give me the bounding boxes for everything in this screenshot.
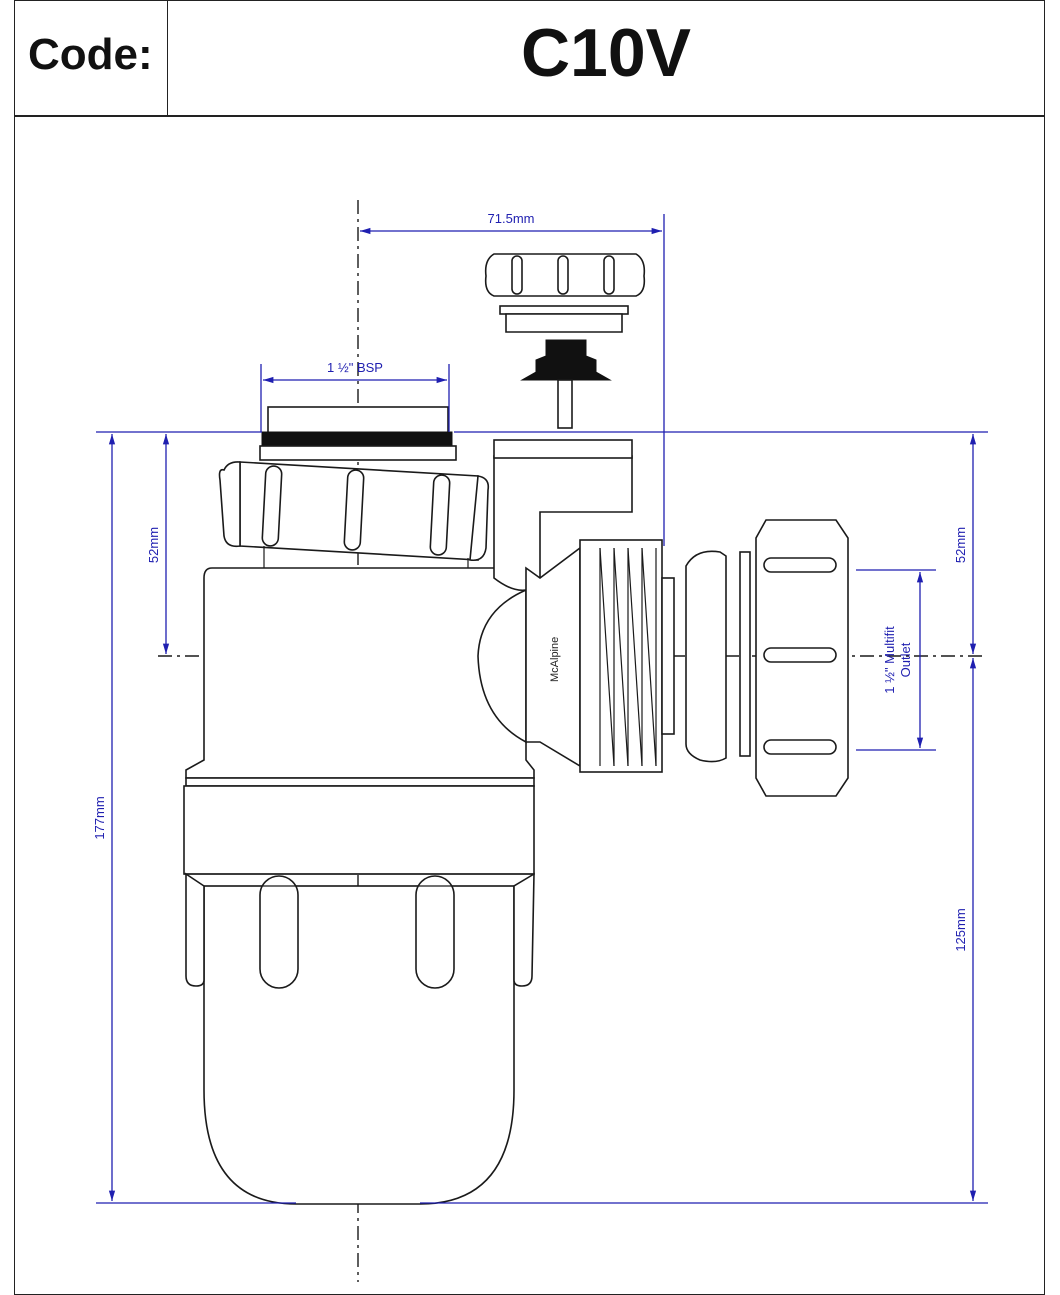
dimension-right-52mm-label: 52mm bbox=[953, 527, 968, 563]
dimension-bsp-label: 1 ½" BSP bbox=[327, 360, 383, 375]
dimension-177mm-label: 177mm bbox=[92, 796, 107, 839]
dimension-125mm-label: 125mm bbox=[953, 908, 968, 951]
dimension-left-52mm-label: 52mm bbox=[146, 527, 161, 563]
header-value-cell bbox=[167, 0, 1045, 117]
product-code: C10V bbox=[520, 15, 692, 91]
dimension-multifit-line2: Outlet bbox=[898, 642, 913, 677]
dimension-177mm: 177mm bbox=[92, 434, 116, 1201]
dimension-71-5mm-label: 71.5mm bbox=[488, 211, 535, 226]
dimension-multifit-line1: 1 ½" Multifit bbox=[882, 626, 897, 694]
valve-plug bbox=[520, 339, 612, 429]
outlet-thread bbox=[579, 539, 675, 773]
trap-bottle bbox=[185, 872, 535, 1205]
inlet-top-ring bbox=[259, 406, 457, 461]
cleaning-cap bbox=[484, 253, 646, 297]
brand-mark: McAlpine bbox=[549, 637, 561, 682]
dimension-left-52mm: 52mm bbox=[146, 434, 170, 654]
header-code-cell bbox=[14, 0, 169, 117]
dimension-multifit-outlet: 1 ½" Multifit Outlet bbox=[856, 569, 936, 751]
outlet-elbow bbox=[477, 439, 633, 768]
multifit-outlet-nut bbox=[755, 519, 849, 797]
dimension-125mm: 125mm bbox=[953, 658, 977, 1201]
outlet-seal bbox=[685, 550, 751, 763]
dimension-bsp: 1 ½" BSP bbox=[260, 360, 450, 432]
inlet-nut bbox=[218, 461, 490, 568]
dimension-right-52mm: 52mm bbox=[953, 434, 977, 654]
dimension-71-5mm: 71.5mm bbox=[360, 211, 665, 546]
trap-body bbox=[183, 567, 535, 875]
code-label: Code: bbox=[28, 30, 153, 79]
cap-washer bbox=[499, 305, 629, 333]
